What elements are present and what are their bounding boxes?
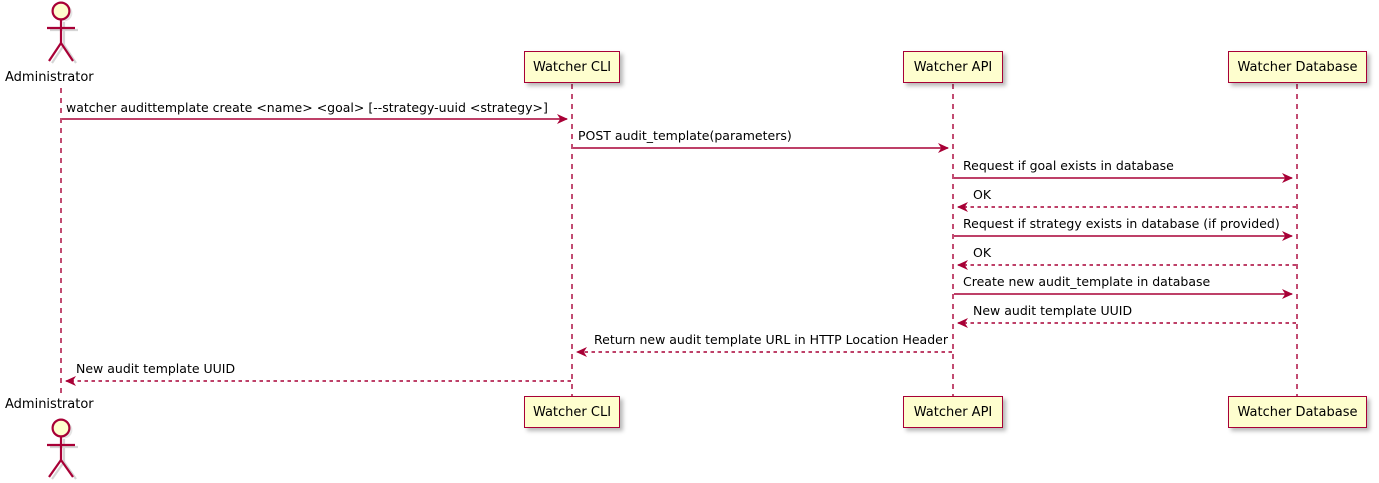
message-label-5: Request if strategy exists in database (…: [963, 216, 1280, 231]
message-label-2: POST audit_template(parameters): [578, 128, 792, 143]
participant-box-watcher-api-bottom[interactable]: Watcher API: [903, 396, 1003, 428]
message-label-4: OK: [973, 187, 992, 202]
participant-label-watcher-cli-bottom: Watcher CLI: [532, 404, 612, 420]
participant-label-watcher-cli: Watcher CLI: [532, 59, 612, 75]
actor-figure-administrator-bottom: [47, 418, 78, 480]
message-label-7: Create new audit_template in database: [963, 274, 1211, 289]
participant-label-watcher-database-bottom: Watcher Database: [1237, 404, 1358, 420]
message-label-8: New audit template UUID: [973, 303, 1133, 318]
participant-box-watcher-cli-top[interactable]: Watcher CLI: [524, 51, 620, 83]
message-label-9: Return new audit template URL in HTTP Lo…: [594, 332, 948, 347]
actor-head-icon: [51, 1, 71, 21]
lifelines-group: [60, 84, 1298, 396]
participant-label-watcher-api: Watcher API: [913, 59, 993, 75]
participant-box-watcher-api-top[interactable]: Watcher API: [903, 51, 1003, 83]
actor-label-administrator-bottom: Administrator: [5, 397, 94, 412]
actor-body-top: [47, 20, 75, 62]
participant-label-watcher-database: Watcher Database: [1237, 59, 1358, 75]
message-label-10: New audit template UUID: [76, 361, 236, 376]
actor-head-icon-bottom: [51, 418, 71, 438]
message-label-3: Request if goal exists in database: [963, 158, 1174, 173]
participant-label-watcher-api-bottom: Watcher API: [913, 404, 993, 420]
actor-body-bottom: [47, 437, 75, 478]
participant-box-watcher-database-top[interactable]: Watcher Database: [1228, 51, 1367, 83]
participant-box-watcher-database-bottom[interactable]: Watcher Database: [1228, 396, 1367, 428]
message-label-6: OK: [973, 245, 992, 260]
actor-label-administrator-top: Administrator: [5, 70, 94, 85]
participant-box-watcher-cli-bottom[interactable]: Watcher CLI: [524, 396, 620, 428]
message-label-1: watcher audittemplate create <name> <goa…: [66, 100, 548, 115]
actor-figure-administrator-top: [47, 1, 78, 64]
